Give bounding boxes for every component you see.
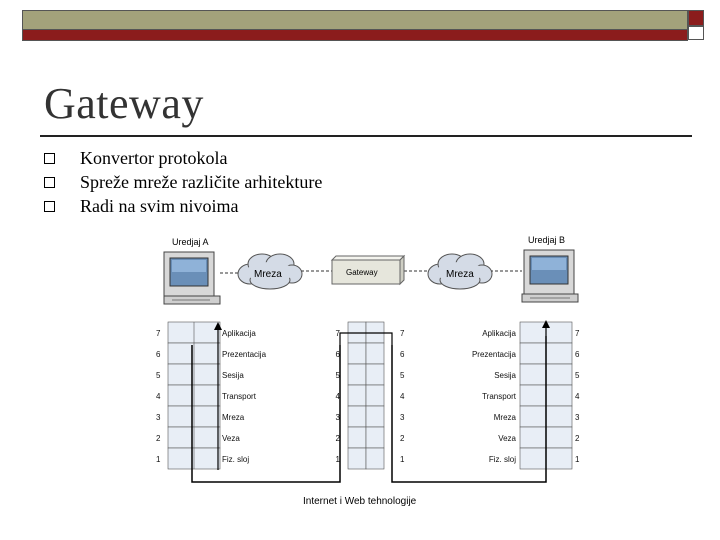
layer-number-gateway-left: 4 xyxy=(336,392,341,401)
bullet-text: Spreže mreže različite arhitekture xyxy=(80,172,323,192)
bullet-text: Radi na svim nivoima xyxy=(80,196,239,216)
layer-number-gateway-left: 6 xyxy=(336,350,341,359)
gateway-stack-left-row xyxy=(347,363,367,386)
layer-label-left: Aplikacija xyxy=(222,329,256,338)
layer-number-gateway-right: 3 xyxy=(400,413,405,422)
layer-number-right: 2 xyxy=(575,434,580,443)
square-bullet-icon xyxy=(44,177,55,188)
protocol-stacks: 7 Aplikacija 7 7 Aplikacija 7 6 Prezentacija 6 6 P… xyxy=(156,321,580,470)
footer-text: Internet i Web tehnologije xyxy=(303,496,417,507)
layer-number-left: 3 xyxy=(156,413,161,422)
layer-number-gateway-right: 1 xyxy=(400,455,405,464)
gateway-stack-right-row xyxy=(365,384,385,407)
layer-label-left: Veza xyxy=(222,434,240,443)
layer-number-gateway-left: 1 xyxy=(336,455,341,464)
physical-path-left xyxy=(191,345,341,483)
bullet-list: Konvertor protokola Spreže mreže različi… xyxy=(44,146,322,218)
layer-number-left: 4 xyxy=(156,392,161,401)
layer-number-gateway-left: 3 xyxy=(336,413,341,422)
top-bar-square-white xyxy=(688,26,704,40)
bullet-item: Radi na svim nivoima xyxy=(44,194,322,218)
bullet-item: Konvertor protokola xyxy=(44,146,322,170)
layer-number-left: 5 xyxy=(156,371,161,380)
layer-number-gateway-left: 7 xyxy=(336,329,341,338)
top-bar-olive xyxy=(22,10,688,30)
gateway-stack-left-row xyxy=(347,426,367,449)
network-cloud-right-icon xyxy=(427,253,493,290)
arrowhead-up-left-icon xyxy=(214,322,222,330)
gateway-stack-right-row xyxy=(365,405,385,428)
gateway-stack-right-row xyxy=(365,342,385,365)
layer-label-right: Sesija xyxy=(494,371,516,380)
gateway-device-icon xyxy=(330,254,406,286)
layer-label-right: Aplikacija xyxy=(482,329,516,338)
layer-number-left: 2 xyxy=(156,434,161,443)
arrowhead-up-right-icon xyxy=(542,320,550,328)
layer-number-gateway-right: 7 xyxy=(400,329,405,338)
layer-number-gateway-right: 4 xyxy=(400,392,405,401)
gateway-top-path xyxy=(339,332,393,345)
layer-number-gateway-left: 5 xyxy=(336,371,341,380)
layer-label-left: Mreza xyxy=(222,413,245,422)
layer-number-gateway-right: 2 xyxy=(400,434,405,443)
network-cloud-left-icon xyxy=(237,253,303,290)
physical-path-right xyxy=(391,336,547,483)
layer-number-right: 7 xyxy=(575,329,580,338)
layer-label-right: Prezentacija xyxy=(472,350,517,359)
layer-number-right: 6 xyxy=(575,350,580,359)
device-a-label: Uredjaj A xyxy=(172,237,209,247)
layer-number-left: 7 xyxy=(156,329,161,338)
layer-label-right: Veza xyxy=(498,434,516,443)
layer-number-right: 5 xyxy=(575,371,580,380)
computer-b-icon xyxy=(521,249,579,303)
layer-number-right: 4 xyxy=(575,392,580,401)
gateway-label: Gateway xyxy=(346,268,378,277)
bullet-text: Konvertor protokola xyxy=(80,148,228,168)
gateway-diagram: Uredjaj A Uredjaj B Mreza Gateway xyxy=(156,235,580,483)
network-left-label: Mreza xyxy=(254,269,282,280)
layer-number-gateway-right: 5 xyxy=(400,371,405,380)
layer-label-left: Transport xyxy=(222,392,257,401)
layer-label-left: Prezentacija xyxy=(222,350,267,359)
layer-number-right: 1 xyxy=(575,455,580,464)
layer-number-left: 6 xyxy=(156,350,161,359)
layer-label-right: Mreza xyxy=(494,413,517,422)
layer-label-right: Fiz. sloj xyxy=(489,455,516,464)
gateway-stack-right-row xyxy=(365,363,385,386)
gateway-stack-right-row xyxy=(365,426,385,449)
title-underline xyxy=(40,135,692,137)
layer-number-gateway-left: 2 xyxy=(336,434,341,443)
network-right-label: Mreza xyxy=(446,269,474,280)
layer-number-left: 1 xyxy=(156,455,161,464)
gateway-stack-left-row xyxy=(347,447,367,470)
slide-title: Gateway xyxy=(44,79,204,128)
gateway-stack-left-row xyxy=(347,342,367,365)
layer-label-left: Sesija xyxy=(222,371,244,380)
gateway-stack-right-row xyxy=(365,447,385,470)
top-decoration-bar xyxy=(22,10,704,41)
device-b-label: Uredjaj B xyxy=(528,235,565,245)
layer-number-right: 3 xyxy=(575,413,580,422)
bullet-item: Spreže mreže različite arhitekture xyxy=(44,170,322,194)
gateway-stack-left-row xyxy=(347,405,367,428)
gateway-stack-left-row xyxy=(347,384,367,407)
layer-label-right: Transport xyxy=(482,392,517,401)
top-bar-square-red xyxy=(688,10,704,26)
top-bar-red xyxy=(22,29,688,41)
square-bullet-icon xyxy=(44,153,55,164)
computer-a-icon xyxy=(163,251,221,305)
layer-label-left: Fiz. sloj xyxy=(222,455,249,464)
layer-number-gateway-right: 6 xyxy=(400,350,405,359)
square-bullet-icon xyxy=(44,201,55,212)
